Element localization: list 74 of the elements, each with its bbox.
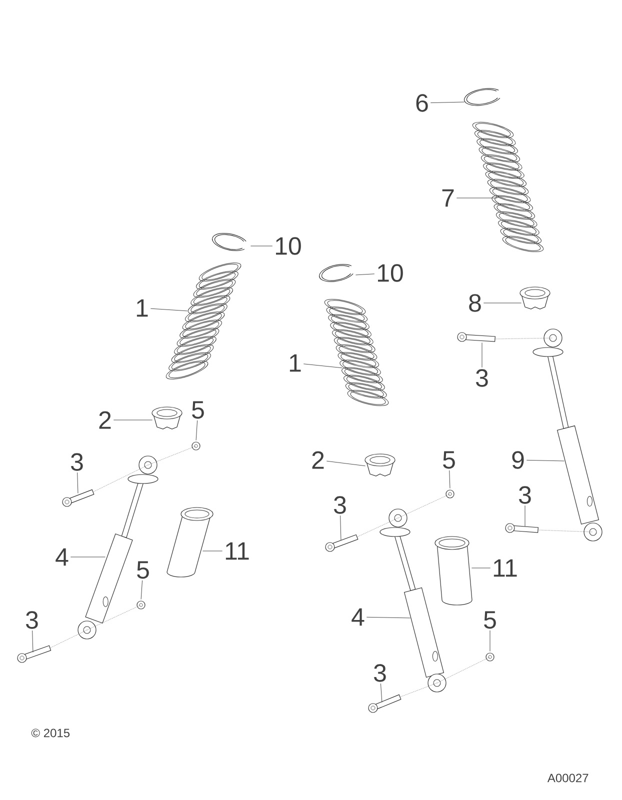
center-line	[148, 446, 196, 466]
leader-line	[77, 472, 78, 494]
center-line	[86, 604, 142, 630]
center-line	[436, 656, 490, 684]
leader-line	[430, 102, 465, 104]
callout-number: 4	[56, 548, 68, 566]
leader-line	[202, 550, 223, 552]
callout-number: 3	[334, 496, 346, 514]
copyright-note: © 2015	[31, 728, 70, 738]
shock-absorber-drawing	[532, 328, 602, 542]
callout-number: 3	[71, 453, 83, 471]
leader-line	[483, 302, 522, 304]
callout-number: 10	[276, 237, 301, 255]
callout-number: 2	[312, 451, 324, 469]
ring-drawing	[212, 233, 246, 251]
callout-number: 11	[226, 542, 249, 560]
callout-number: 5	[192, 401, 204, 419]
bushing-drawing	[364, 454, 396, 476]
callout-number: 3	[476, 369, 488, 387]
nut-drawing	[446, 490, 454, 498]
leader-line	[150, 308, 188, 312]
callout-number: 5	[484, 611, 496, 629]
center-line	[400, 682, 438, 698]
bolt-drawing	[325, 534, 358, 552]
leader-line	[526, 460, 565, 462]
spring-drawing	[166, 262, 242, 380]
spring-drawing	[472, 122, 544, 252]
bushing-drawing	[520, 286, 550, 310]
sleeve-drawing	[434, 536, 472, 606]
leader-line	[70, 556, 106, 558]
center-line	[538, 530, 594, 532]
leader-line	[366, 616, 411, 618]
leader-line	[340, 515, 342, 541]
callout-number: 1	[290, 354, 301, 372]
callout-number: 3	[519, 486, 531, 504]
leader-line	[355, 274, 375, 276]
center-line	[398, 494, 450, 518]
callout-number: 8	[469, 294, 481, 312]
center-line	[356, 518, 398, 538]
leader-line	[380, 683, 382, 703]
ring-drawing	[319, 264, 354, 282]
figure-code: A00027	[547, 774, 588, 782]
bolt-drawing	[62, 489, 94, 507]
ring-drawing	[464, 88, 500, 106]
leader-line	[32, 630, 34, 653]
bolt-drawing	[505, 523, 539, 533]
nut-drawing	[486, 652, 494, 662]
center-line	[494, 338, 554, 340]
leader-line	[524, 505, 526, 527]
center-line	[92, 464, 148, 492]
center-line	[50, 630, 88, 648]
leader-line	[196, 420, 198, 441]
callout-number: 4	[352, 608, 364, 626]
callout-number: 6	[416, 94, 428, 112]
callout-number: 5	[443, 451, 455, 469]
spring-drawing	[324, 299, 389, 406]
callout-number: 3	[374, 664, 386, 682]
callout-number: 9	[512, 451, 524, 469]
leader-line	[326, 460, 366, 466]
bolt-drawing	[17, 645, 52, 663]
nut-drawing	[192, 442, 200, 450]
callout-number: 11	[494, 559, 517, 577]
callout-number: 10	[378, 264, 403, 282]
leader-line	[449, 470, 450, 489]
bushing-drawing	[152, 406, 182, 430]
bolt-drawing	[368, 694, 402, 713]
sleeve-drawing	[166, 507, 214, 578]
callout-number: 1	[136, 299, 148, 317]
callout-number: 2	[99, 411, 111, 429]
callout-number: 7	[442, 189, 454, 207]
callout-number: 3	[26, 611, 38, 629]
leader-line	[140, 580, 143, 600]
leader-line	[303, 364, 343, 368]
bolt-drawing	[457, 332, 496, 342]
